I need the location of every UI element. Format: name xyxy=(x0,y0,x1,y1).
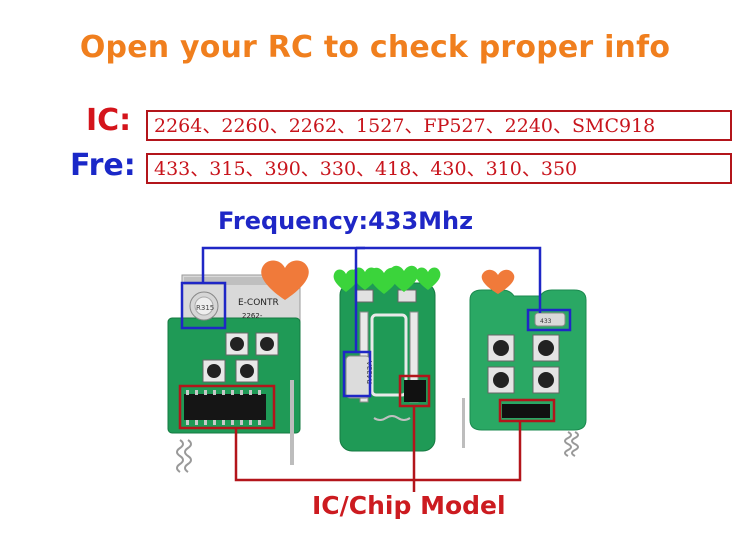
headline: Open your RC to check proper info xyxy=(79,30,671,65)
board-1: R315 E-CONTR 2262- xyxy=(167,274,301,473)
decorative-hearts xyxy=(261,260,515,300)
fre-label: Fre: xyxy=(70,148,136,183)
board1-crystal-text: R315 xyxy=(196,304,214,312)
frequency-callout-lines xyxy=(180,246,572,398)
green-heart-icon xyxy=(333,269,359,292)
frequency-label: Frequency:433Mhz xyxy=(218,207,474,235)
green-heart-icon xyxy=(389,265,419,292)
board-2: R433A xyxy=(339,282,436,452)
board3-buttons xyxy=(487,334,560,394)
green-heart-icon xyxy=(415,267,441,290)
chip-model-label: IC/Chip Model xyxy=(312,491,506,520)
orange-heart-icon xyxy=(481,269,515,294)
board3-crystal-text: 433 xyxy=(540,318,552,325)
board-3: 433 xyxy=(462,289,587,457)
board1-brand-text: E-CONTR xyxy=(238,298,279,308)
chip-callout-lines xyxy=(178,374,556,492)
board1-buttons xyxy=(202,332,279,383)
ic-label: IC: xyxy=(86,103,132,138)
board1-model-text: 2262- xyxy=(242,312,263,320)
fre-values-box: 433、315、390、330、418、430、310、350 xyxy=(146,153,732,184)
orange-heart-icon xyxy=(261,260,309,300)
ic-models-box: 2264、2260、2262、1527、FP527、2240、SMC918 xyxy=(146,110,732,141)
